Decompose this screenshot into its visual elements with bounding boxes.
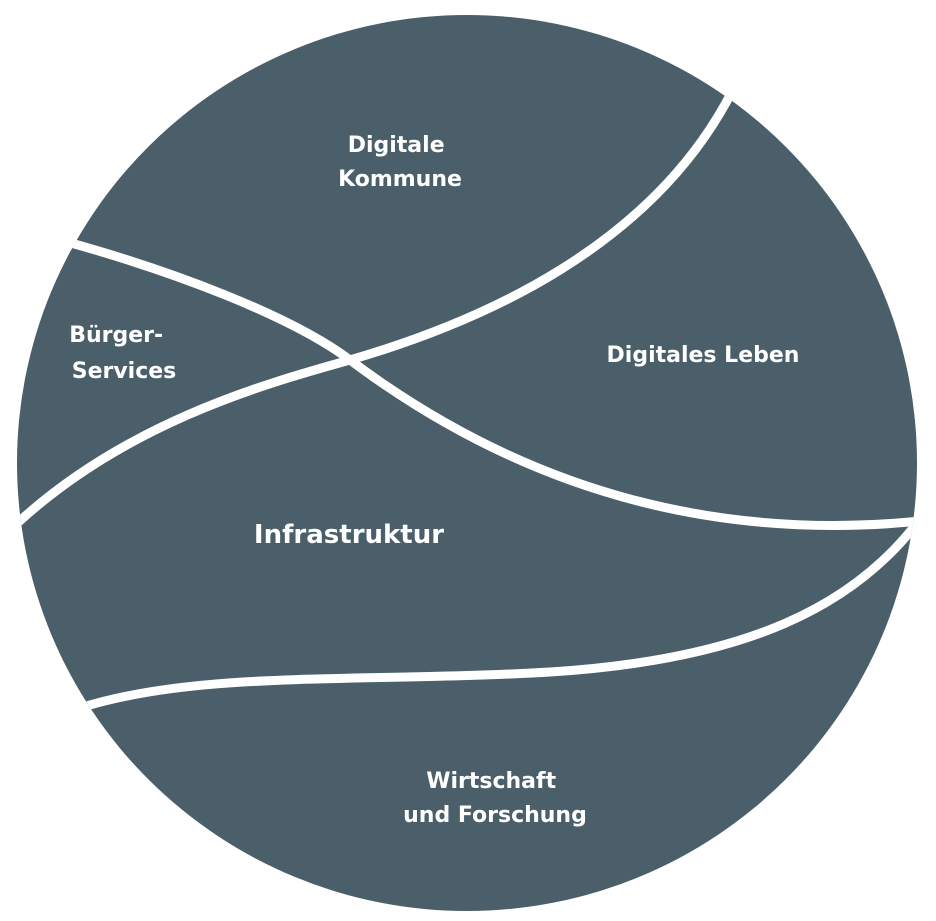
label-wirtschaft-forschung-line2: und Forschung [403,803,587,828]
label-wirtschaft-forschung: Wirtschaft und Forschung [403,769,587,828]
label-infrastruktur: Infrastruktur [254,520,444,550]
label-buerger-services: Bürger- Services [69,323,176,384]
label-buerger-services-line1: Bürger- [69,323,163,348]
divider-buerger-leben-boundary [55,235,917,530]
circle-background [17,15,917,911]
label-digitale-kommune-line1: Digitale [348,133,445,158]
label-buerger-services-line2: Services [72,359,177,384]
label-wirtschaft-forschung-line1: Wirtschaft [426,769,556,794]
label-digitale-kommune: Digitale Kommune [338,133,462,192]
label-digitale-kommune-line2: Kommune [338,167,462,192]
divider-wirtschaft-boundary [75,500,917,713]
label-digitales-leben: Digitales Leben [607,343,800,368]
divider-kommune-boundary [17,70,745,535]
